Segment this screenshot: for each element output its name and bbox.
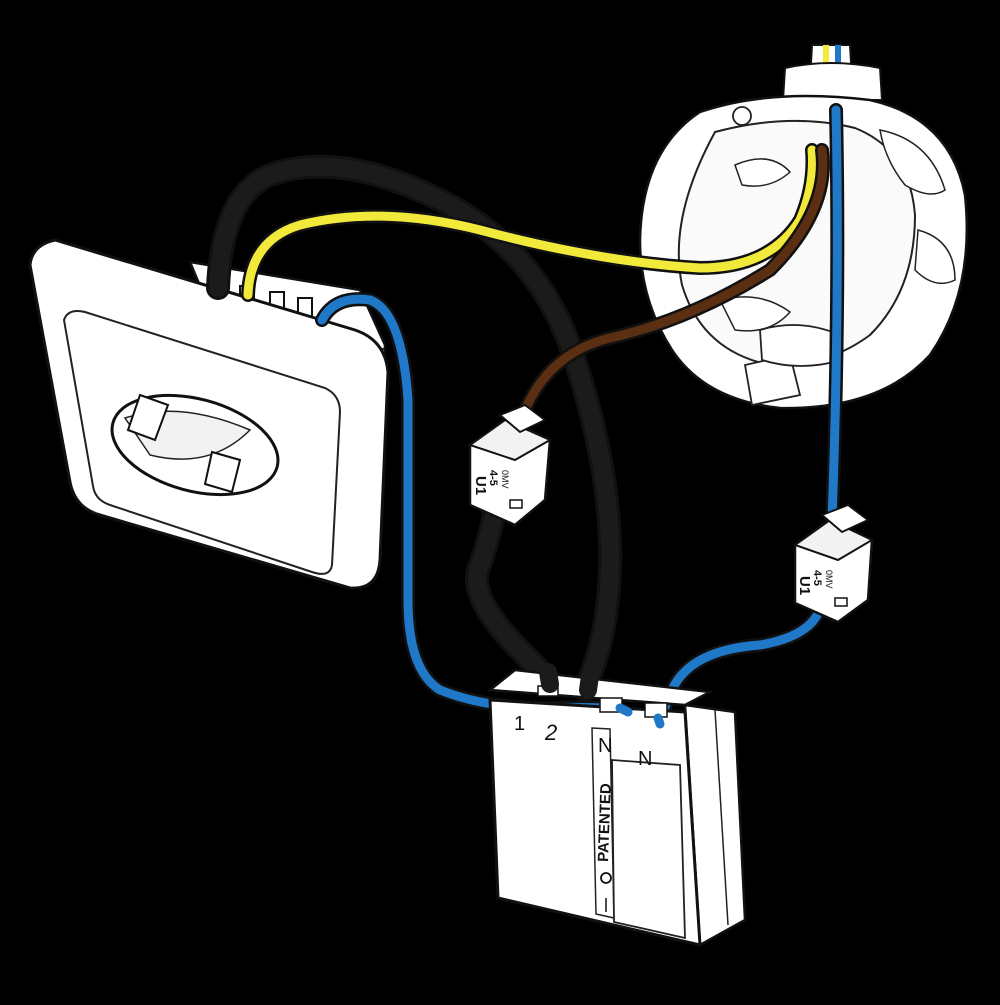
connector-right: 4-5 0MV U1: [792, 503, 875, 624]
module-patented-label: PATENTED: [595, 783, 615, 862]
connector-left-label-3: U1: [472, 476, 489, 495]
connector-right-label-3: U1: [796, 576, 813, 595]
connector-left-label-2: 0MV: [500, 470, 510, 489]
connector-right-label-2: 0MV: [824, 570, 834, 589]
connector-right-label-1: 4-5: [811, 570, 823, 586]
connector-left-label-1: 4-5: [487, 470, 499, 486]
terminal-label-2: 2: [544, 720, 557, 745]
terminal-label-n1: N: [598, 735, 612, 757]
wires: [206, 103, 845, 732]
terminal-label-1: 1: [514, 713, 525, 735]
power-socket: [28, 238, 390, 590]
terminal-label-n2: N: [638, 748, 652, 770]
connector-left: 4-5 0MV U1: [467, 403, 553, 527]
micro-module: 1 2 N N PATENTED: [486, 668, 747, 948]
